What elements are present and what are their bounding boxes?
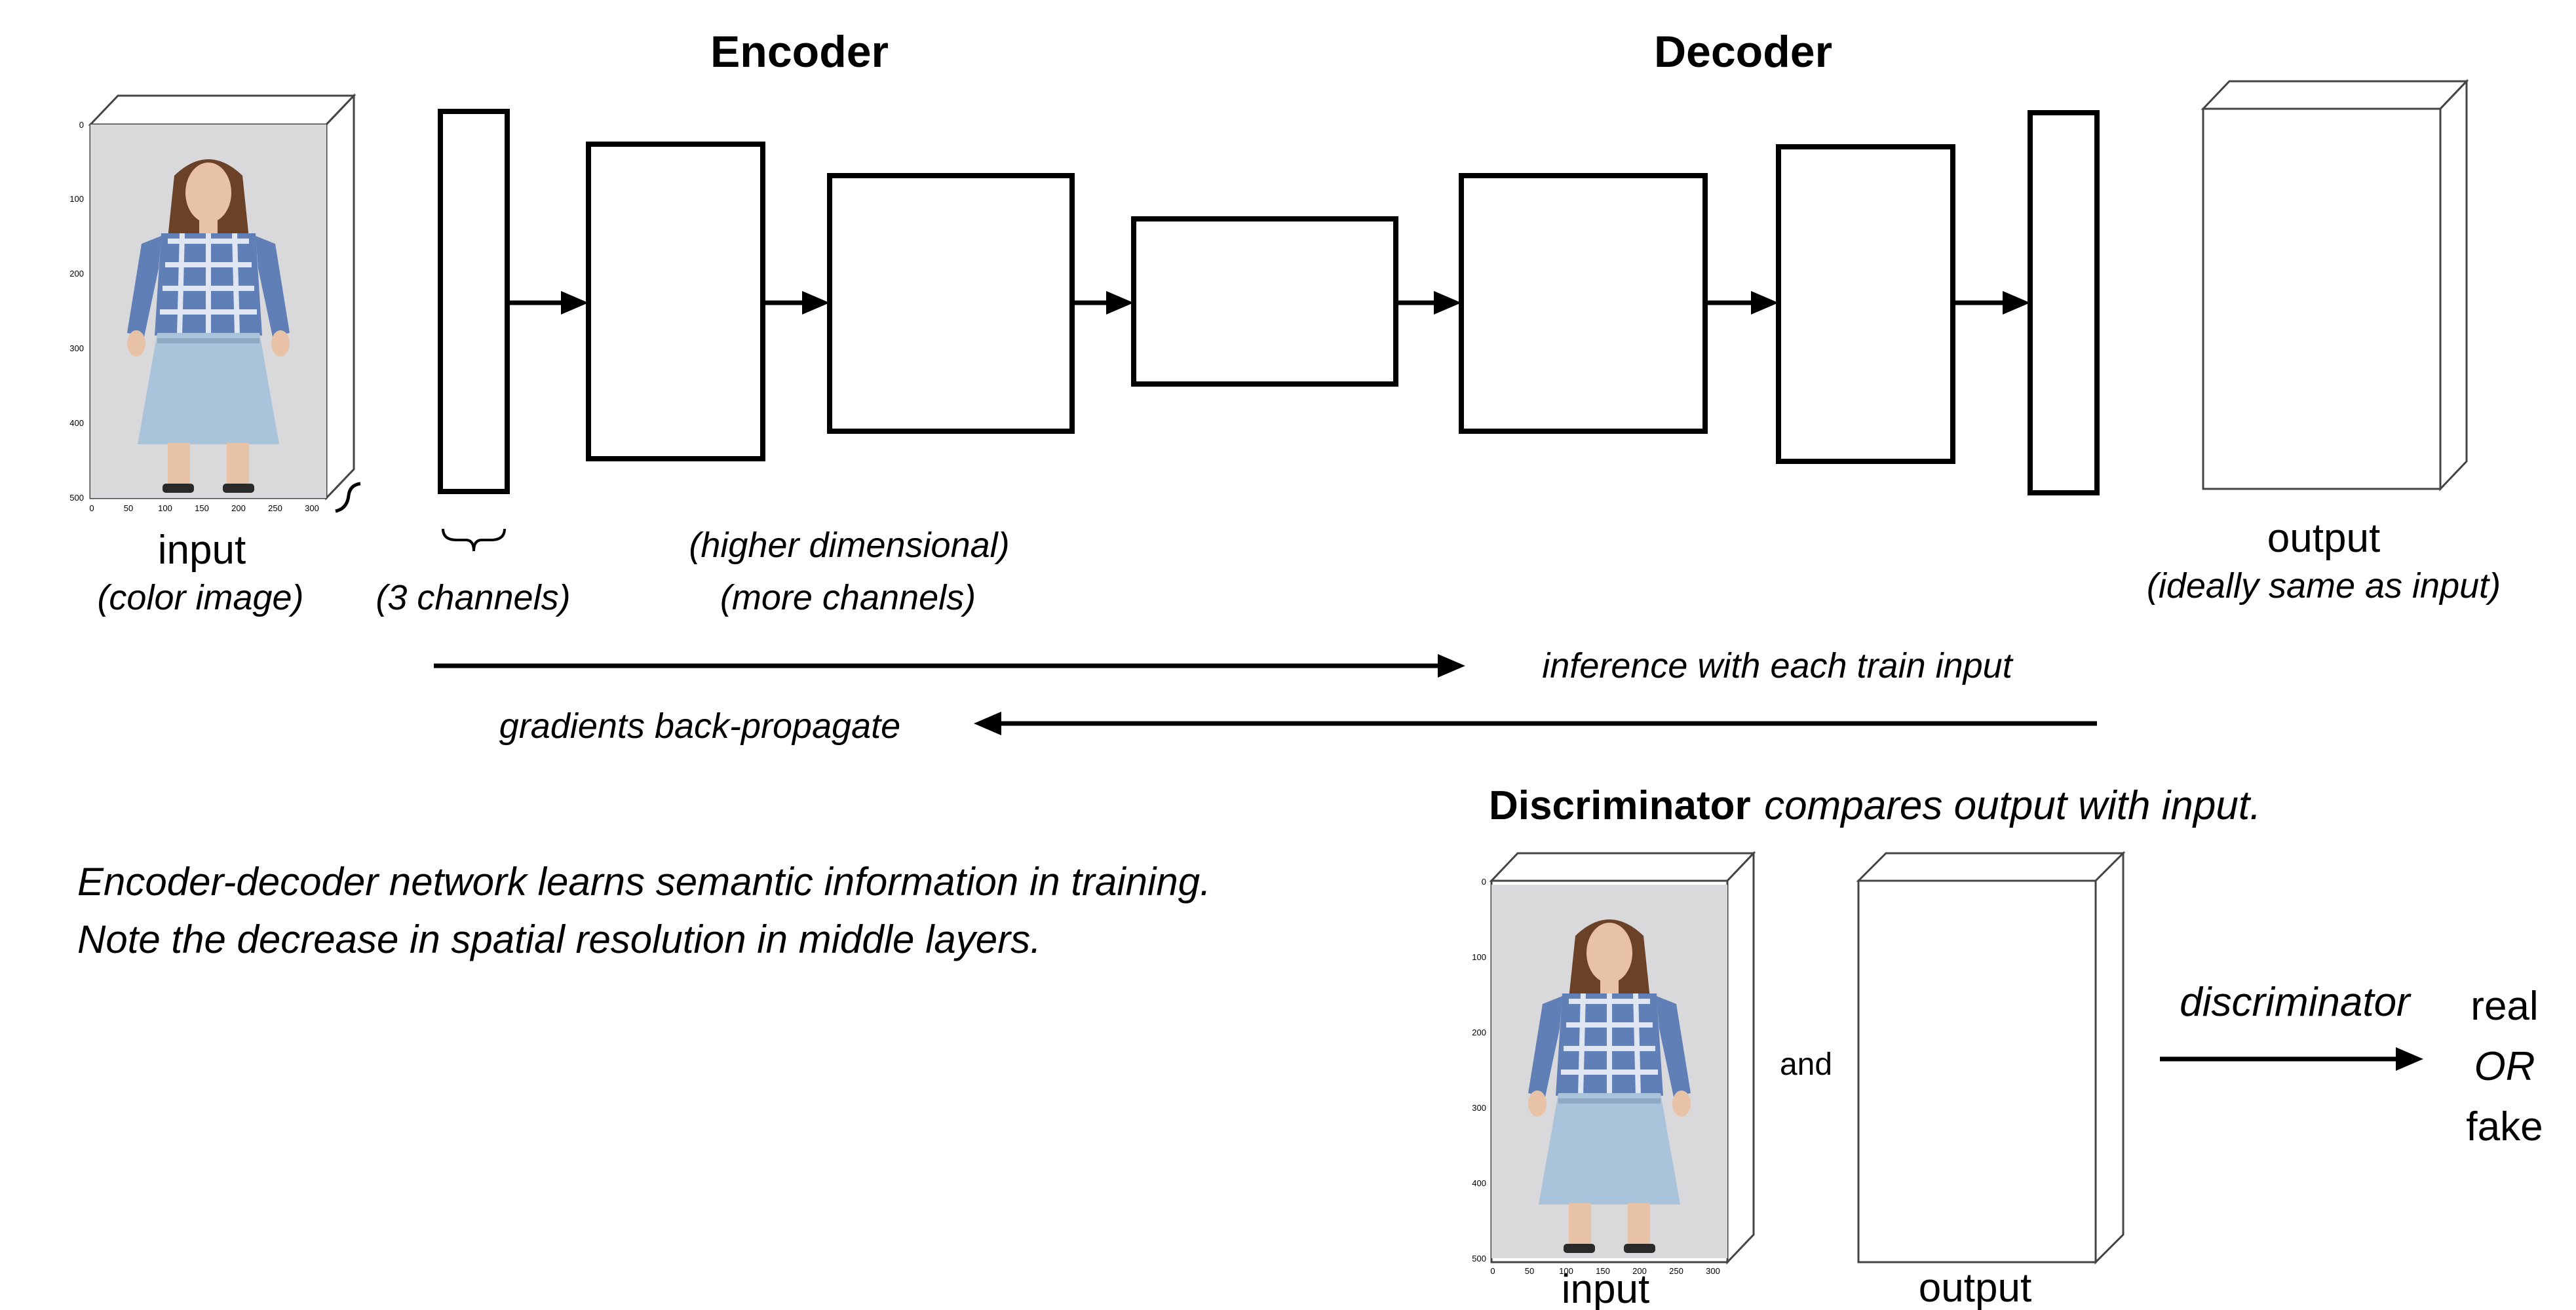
x-tick: 200	[1632, 1266, 1647, 1276]
discriminator-title-bold: Discriminator	[1489, 783, 1751, 828]
disc-input-top-face	[1489, 852, 1756, 882]
x-tick: 100	[158, 503, 172, 513]
output-box-top-face	[2201, 80, 2469, 110]
disc-output-box	[1856, 851, 2126, 1265]
y-tick: 500	[69, 493, 84, 503]
decoder-heading: Decoder	[1654, 27, 1832, 77]
encoder-caption-line2: (more channels)	[720, 578, 976, 617]
y-tick: 100	[1472, 952, 1486, 962]
output-caption: (ideally same as input)	[2147, 566, 2501, 606]
output-box-side-face	[2439, 79, 2468, 491]
curly-brace-icon	[443, 529, 505, 551]
y-tick: 0	[79, 120, 84, 130]
y-tick: 100	[69, 194, 84, 204]
y-tick: 300	[1472, 1103, 1486, 1113]
discriminator-title: Discriminator compares output with input…	[1489, 783, 2261, 828]
disc-output-front	[1857, 879, 2097, 1263]
encoder-caption-line1: (higher dimensional)	[689, 526, 1009, 565]
note-line1: Encoder-decoder network learns semantic …	[77, 860, 1211, 904]
x-tick: 300	[1706, 1266, 1720, 1276]
note-line2: Note the decrease in spatial resolution …	[77, 917, 1041, 961]
x-tick: 250	[1669, 1266, 1683, 1276]
y-tick: 400	[1472, 1178, 1486, 1188]
decoder-layer-1	[1459, 173, 1708, 434]
input-image-box: 0 100 200 300 400 500 0 50 100 150 200 2…	[69, 93, 361, 513]
x-tick: 0	[89, 503, 94, 513]
x-tick: 200	[231, 503, 246, 513]
x-tick: 50	[1525, 1266, 1534, 1276]
input-y-ticks: 0 100 200 300 400 500	[69, 120, 84, 503]
arrowhead-icon	[2003, 291, 2030, 315]
arrowhead-icon	[1438, 654, 1465, 678]
discriminator-arrow-label: discriminator	[2180, 980, 2412, 1025]
disc-y-ticks: 0 100 200 300 400 500	[1472, 877, 1486, 1263]
y-tick: 0	[1482, 877, 1486, 887]
x-tick: 250	[268, 503, 282, 513]
arrowhead-icon	[974, 712, 1001, 735]
input-box-top-face	[88, 94, 356, 126]
disc-output-side-face	[2094, 851, 2124, 1265]
result-real: real	[2470, 984, 2538, 1029]
first-layer-caption: (3 channels)	[375, 578, 570, 617]
x-tick: 150	[1596, 1266, 1610, 1276]
y-tick: 200	[1472, 1028, 1486, 1037]
person-photo-icon	[90, 125, 326, 498]
arrowhead-icon	[561, 291, 588, 315]
discriminator-title-rest: compares output with input.	[1764, 783, 2261, 828]
person-photo-icon	[1491, 885, 1727, 1258]
encoder-layer-3	[827, 173, 1075, 434]
decoder-layer-2	[1776, 144, 1955, 464]
result-fake: fake	[2466, 1104, 2543, 1149]
disc-input-side-face	[1726, 851, 1755, 1265]
disc-output-label: output	[1919, 1265, 2031, 1310]
x-tick: 100	[1559, 1266, 1573, 1276]
x-tick: 50	[124, 503, 133, 513]
x-tick: 150	[195, 503, 209, 513]
input-x-ticks: 0 50 100 150 200 250 300	[89, 503, 318, 513]
encoder-heading: Encoder	[710, 27, 889, 77]
input-caption: (color image)	[97, 578, 303, 617]
arrowhead-icon	[802, 291, 830, 315]
layer-arrows	[507, 291, 2030, 315]
inference-label: inference with each train input	[1542, 646, 2013, 685]
output-label: output	[2267, 516, 2380, 561]
bottleneck-layer	[1131, 216, 1398, 387]
x-tick: 0	[1490, 1266, 1495, 1276]
output-box-front	[2202, 107, 2442, 490]
encoder-layer-1	[438, 109, 510, 494]
arrowhead-icon	[1434, 291, 1461, 315]
arrowhead-icon	[2396, 1047, 2423, 1071]
disc-output-top-face	[1856, 852, 2126, 882]
disc-x-ticks: 0 50 100 150 200 250 300	[1490, 1266, 1720, 1276]
and-label: and	[1780, 1047, 1832, 1082]
arrowhead-icon	[1751, 291, 1778, 315]
y-tick: 500	[1472, 1254, 1486, 1263]
output-box	[2201, 79, 2469, 491]
y-tick: 300	[69, 343, 84, 353]
backprop-label: gradients back-propagate	[499, 706, 900, 746]
input-box-side-face	[325, 93, 355, 501]
disc-input-label: input	[1562, 1267, 1649, 1310]
decoder-layer-3	[2028, 110, 2100, 495]
disc-input-image-box: 0 100 200 300 400 500 0 50 100 150 200 2…	[1472, 851, 1756, 1276]
depth-brace-icon	[335, 482, 361, 513]
arrowhead-icon	[1106, 291, 1134, 315]
input-label: input	[158, 528, 246, 573]
x-tick: 300	[305, 503, 319, 513]
result-or: OR	[2474, 1044, 2535, 1089]
encoder-layer-2	[586, 142, 765, 461]
y-tick: 400	[69, 418, 84, 428]
y-tick: 200	[69, 269, 84, 279]
